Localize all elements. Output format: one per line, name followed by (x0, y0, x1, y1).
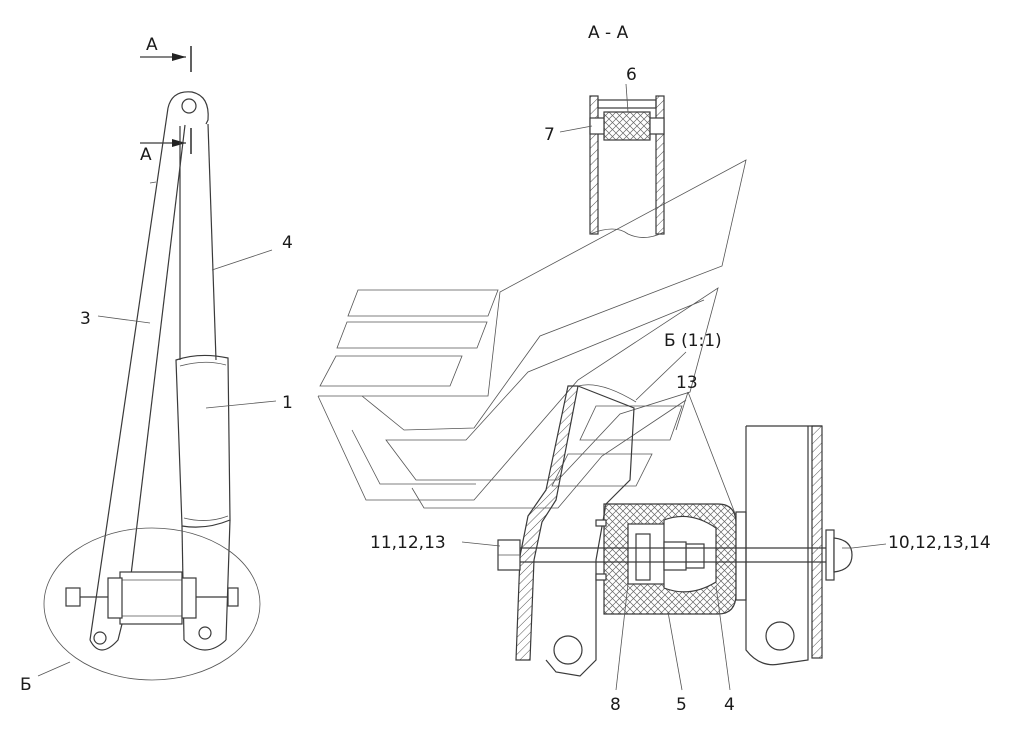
spacer-block (107, 571, 197, 625)
part-label-13: 13 (676, 373, 698, 393)
part-label-5: 5 (676, 695, 687, 715)
part-label-6: 6 (626, 65, 637, 85)
section-a-a (559, 83, 665, 238)
section-label-a-bottom: А (140, 145, 152, 165)
fastener-label-right: 10,12,13,14 (888, 533, 991, 553)
detail-b (461, 351, 887, 691)
part-label-1: 1 (282, 393, 293, 413)
watermark-logo (317, 159, 747, 509)
part-label-8: 8 (610, 695, 621, 715)
part-label-3: 3 (80, 309, 91, 329)
section-marker-top (140, 46, 192, 72)
fastener-label-left: 11,12,13 (370, 533, 446, 553)
sleeve-1 (175, 354, 231, 528)
part-label-4-left: 4 (282, 233, 293, 253)
detail-marker: Б (20, 675, 32, 695)
link-4 (179, 123, 217, 361)
bolt-left (65, 587, 108, 607)
link-3 (89, 107, 186, 641)
side-view-assembly (37, 46, 277, 681)
part-label-4-bottom: 4 (724, 695, 735, 715)
part-label-7: 7 (544, 125, 555, 145)
section-label-a-top: А (146, 35, 158, 55)
bolt-right (196, 587, 239, 607)
section-title: А - А (588, 23, 629, 43)
detail-title: Б (1:1) (664, 331, 722, 351)
detail-callout-ellipse (43, 527, 261, 681)
